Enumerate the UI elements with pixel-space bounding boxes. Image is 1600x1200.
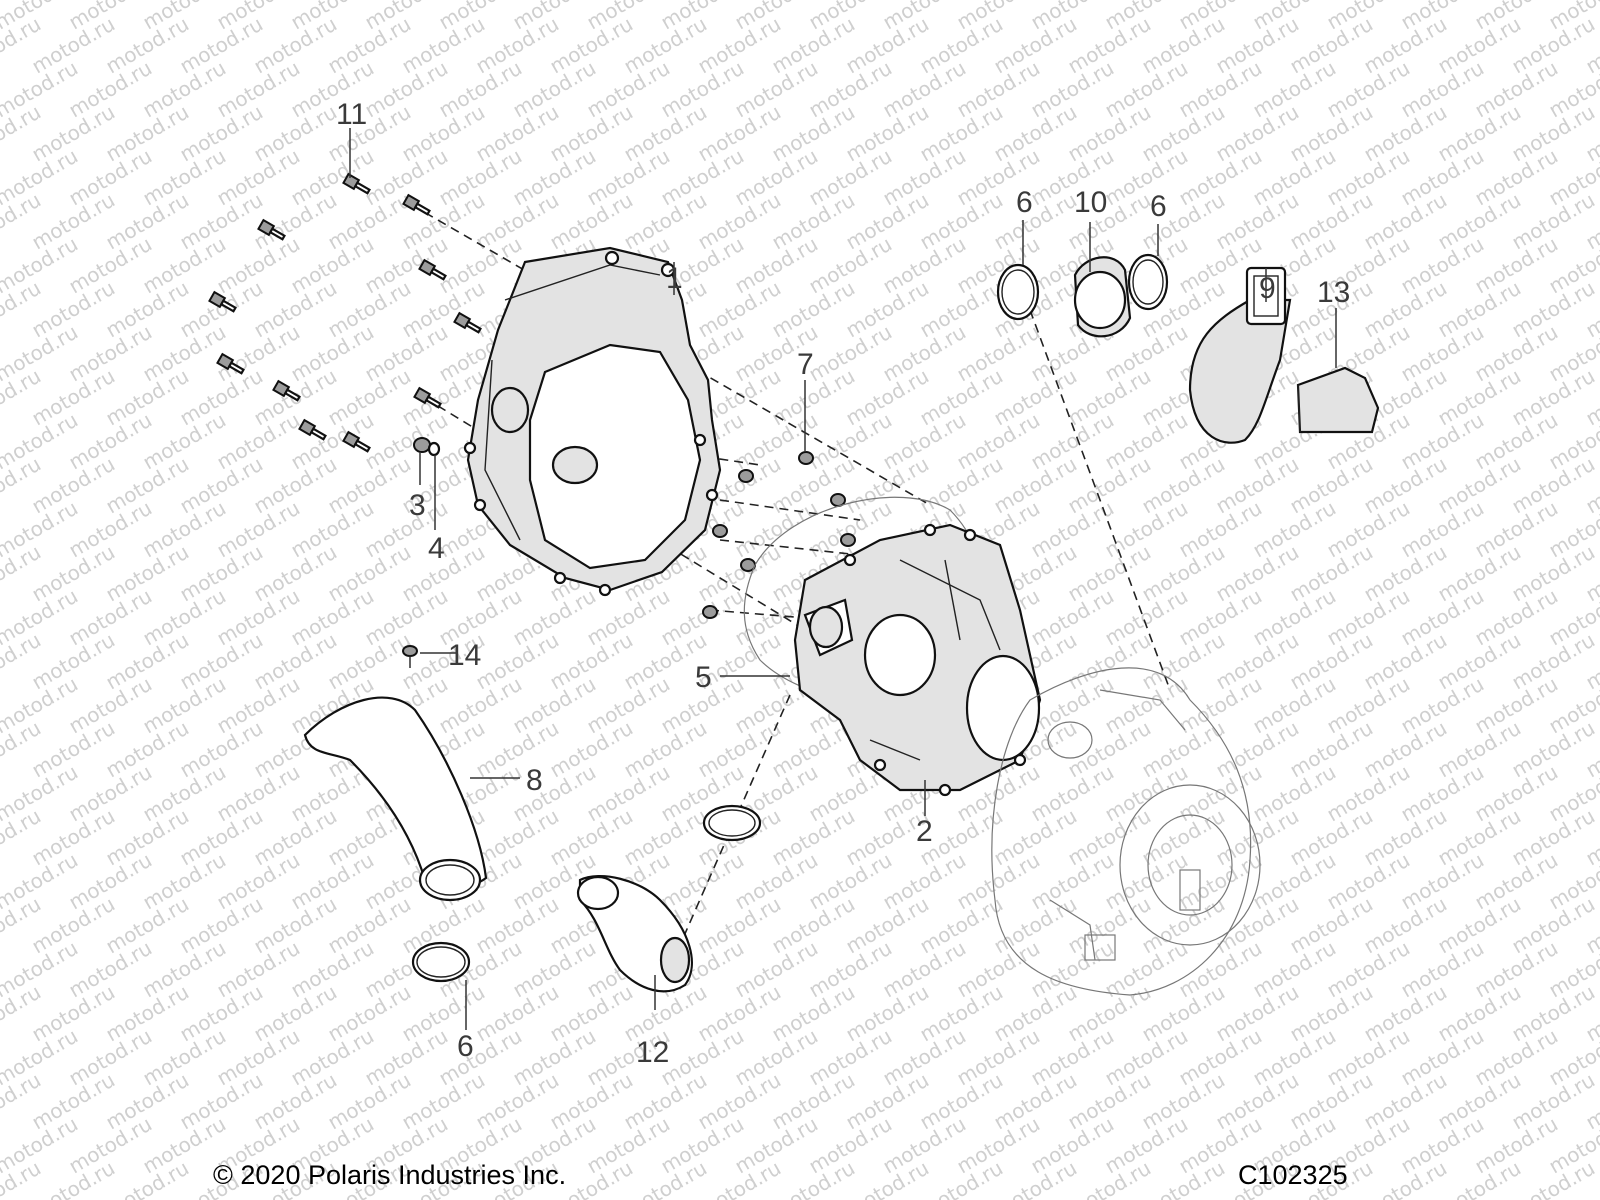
- callout-12: 12: [636, 1036, 669, 1069]
- duct-adapter: [1073, 256, 1132, 338]
- screw: [402, 193, 431, 216]
- callout-8: 8: [526, 764, 543, 797]
- callout-6-bottom: 6: [457, 1030, 474, 1063]
- figure-code: C102325: [1238, 1160, 1348, 1190]
- callout-6-top-right: 6: [1150, 190, 1167, 223]
- screw: [342, 430, 371, 453]
- screw: [413, 386, 442, 409]
- callout-6-top-left: 6: [1016, 186, 1033, 219]
- callout-4: 4: [428, 532, 445, 565]
- callout-labels: 11 1 7 3 4 14 5 8 2 12 6 6 10 6 9 13: [336, 98, 1350, 1069]
- screw: [453, 311, 482, 334]
- callout-3: 3: [409, 489, 426, 522]
- nut-and-washer: [413, 437, 441, 457]
- hose-clamp-bottom: [411, 941, 471, 983]
- screw-set-11: [208, 172, 482, 453]
- screw: [216, 352, 245, 375]
- inner-clutch-cover: [743, 496, 1042, 797]
- callout-9: 9: [1259, 272, 1276, 305]
- lower-elbow-duct: [576, 875, 693, 993]
- leader-lines: [349, 128, 1337, 1030]
- copyright-notice: © 2020 Polaris Industries Inc.: [213, 1160, 567, 1190]
- callout-10: 10: [1074, 186, 1107, 219]
- callout-7: 7: [797, 348, 814, 381]
- outer-clutch-cover: [463, 246, 722, 597]
- callout-13: 13: [1317, 276, 1350, 309]
- intake-duct: [303, 696, 488, 902]
- hose-clamp-top-left: [996, 263, 1040, 321]
- small-nuts-set: [702, 451, 856, 619]
- callout-11: 11: [336, 98, 367, 131]
- screw: [342, 172, 371, 195]
- outlet-cover: [1296, 366, 1380, 434]
- screw: [272, 379, 301, 402]
- callout-5: 5: [695, 661, 712, 694]
- screw: [298, 418, 327, 441]
- push-rivet: [402, 645, 418, 668]
- callout-14: 14: [448, 639, 481, 672]
- screw: [257, 218, 286, 241]
- callout-2: 2: [916, 815, 933, 848]
- duct-clamp-oval: [702, 804, 762, 842]
- screw: [208, 290, 237, 313]
- callout-1: 1: [666, 262, 683, 295]
- engine-outline: [991, 667, 1261, 996]
- hose-clamp-top-right: [1127, 253, 1169, 311]
- screw: [418, 258, 447, 281]
